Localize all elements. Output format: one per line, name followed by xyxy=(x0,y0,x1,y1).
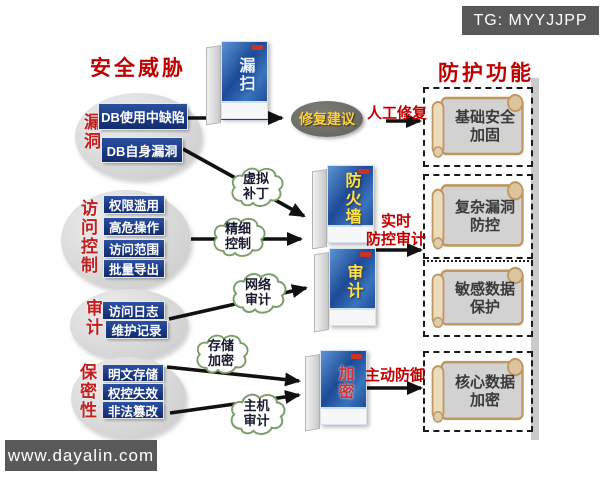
box-cover: 漏扫 xyxy=(221,41,268,119)
product-box-firewall: 防火墙 xyxy=(312,165,374,250)
box-spine xyxy=(305,354,320,432)
cloud-shape xyxy=(196,334,249,374)
protection-cell-complex-vuln-control: 复杂漏洞防控 xyxy=(423,174,533,259)
vendor-logo-icon xyxy=(358,169,369,174)
threat-item-risky-ops: 高危操作 xyxy=(104,218,164,235)
vendor-logo-icon xyxy=(252,45,263,50)
vendor-logo-icon xyxy=(351,354,362,359)
cloud-shape xyxy=(232,273,287,314)
cloud-label: 存储加密 xyxy=(207,338,234,368)
cloud-virtual-patch: 虚拟补丁 xyxy=(227,160,285,213)
cloud-storage-encryption: 存储加密 xyxy=(192,328,250,379)
threat-item-plaintext-storage: 明文存储 xyxy=(103,365,163,382)
threat-item-bulk-export: 批量导出 xyxy=(104,260,164,277)
protection-label: 敏感数据保护 xyxy=(454,280,515,316)
manual-repair-label: 人工修复 xyxy=(367,105,428,122)
box-spine xyxy=(206,45,221,126)
active-defense-label: 主动防御 xyxy=(365,367,426,384)
threat-item-access-scope: 访问范围 xyxy=(104,240,164,257)
box-spine xyxy=(314,252,329,333)
realtime-control-audit-label: 实时 防控审计 xyxy=(362,213,430,249)
threat-item-privctrl-failure: 权控失效 xyxy=(103,384,163,401)
audit-label: 审计 xyxy=(83,299,102,337)
threat-item-db-usage-defect: DB使用中缺陷 xyxy=(99,104,187,129)
product-box-audit: 审计 xyxy=(314,248,376,333)
protection-cell-sensitive-data: 敏感数据保护 xyxy=(423,260,533,337)
scroll-shape: 基础安全加固 xyxy=(428,92,528,162)
vendor-logo-icon xyxy=(360,252,371,257)
realtime-line1: 实时 xyxy=(380,213,411,230)
threat-item-access-log: 访问日志 xyxy=(103,302,164,319)
cloud-label: 虚拟补丁 xyxy=(242,171,269,201)
threat-item-illegal-tamper: 非法篡改 xyxy=(103,402,163,419)
protection-label: 复杂漏洞防控 xyxy=(454,198,515,234)
scroll-shape: 敏感数据保护 xyxy=(428,265,528,332)
column-shadow-strip xyxy=(531,78,539,440)
protection-label: 核心数据加密 xyxy=(454,373,515,409)
cloud-shape xyxy=(230,393,286,435)
vulnerability-label: 漏洞 xyxy=(81,113,100,151)
protection-cell-core-data-encryption: 核心数据加密 xyxy=(423,351,533,432)
watermark-url: www.dayalin.com xyxy=(5,440,157,471)
cloud-label: 主机审计 xyxy=(243,398,270,428)
box-cover: 审计 xyxy=(329,248,376,326)
cloud-shape xyxy=(213,217,266,257)
protection-label: 基础安全加固 xyxy=(454,109,515,144)
cloud-label: 精细控制 xyxy=(224,221,251,251)
box-cover: 加密 xyxy=(320,350,367,425)
repair-suggestion-label: 修复建议 xyxy=(299,111,355,127)
product-name: 漏扫 xyxy=(236,57,254,93)
protection-cell-basic-hardening: 基础安全加固 xyxy=(423,87,533,167)
cloud-label: 网络审计 xyxy=(244,277,271,307)
threats-title: 安全威胁 xyxy=(90,57,186,80)
product-name: 审计 xyxy=(344,264,362,300)
product-name: 加密 xyxy=(335,364,353,401)
confidentiality-label: 保密性 xyxy=(77,363,96,420)
realtime-line2: 防控审计 xyxy=(365,231,426,248)
protections-title: 防护功能 xyxy=(438,62,534,85)
threat-item-db-own-vuln: DB自身漏洞 xyxy=(102,138,182,162)
tg-badge: TG: MYYJJPP xyxy=(462,6,599,35)
box-cover: 防火墙 xyxy=(327,165,374,243)
product-box-encryption: 加密 xyxy=(305,350,367,432)
threat-item-priv-abuse: 权限滥用 xyxy=(104,196,164,213)
access-control-label: 访问控制 xyxy=(78,199,97,275)
repair-suggestion-ellipse: 修复建议 xyxy=(291,101,363,137)
box-spine xyxy=(312,169,327,250)
product-name: 防火墙 xyxy=(342,172,360,226)
cloud-fine-control: 精细控制 xyxy=(209,211,267,262)
cloud-shape xyxy=(231,167,284,207)
scroll-shape: 核心数据加密 xyxy=(428,356,528,427)
scroll-shape: 复杂漏洞防控 xyxy=(428,179,528,254)
product-box-vuln-scanner: 漏扫 xyxy=(206,41,268,126)
cloud-host-audit: 主机审计 xyxy=(226,386,287,441)
cloud-network-audit: 网络审计 xyxy=(228,265,288,320)
threat-item-maintenance-record: 维护记录 xyxy=(106,321,167,338)
